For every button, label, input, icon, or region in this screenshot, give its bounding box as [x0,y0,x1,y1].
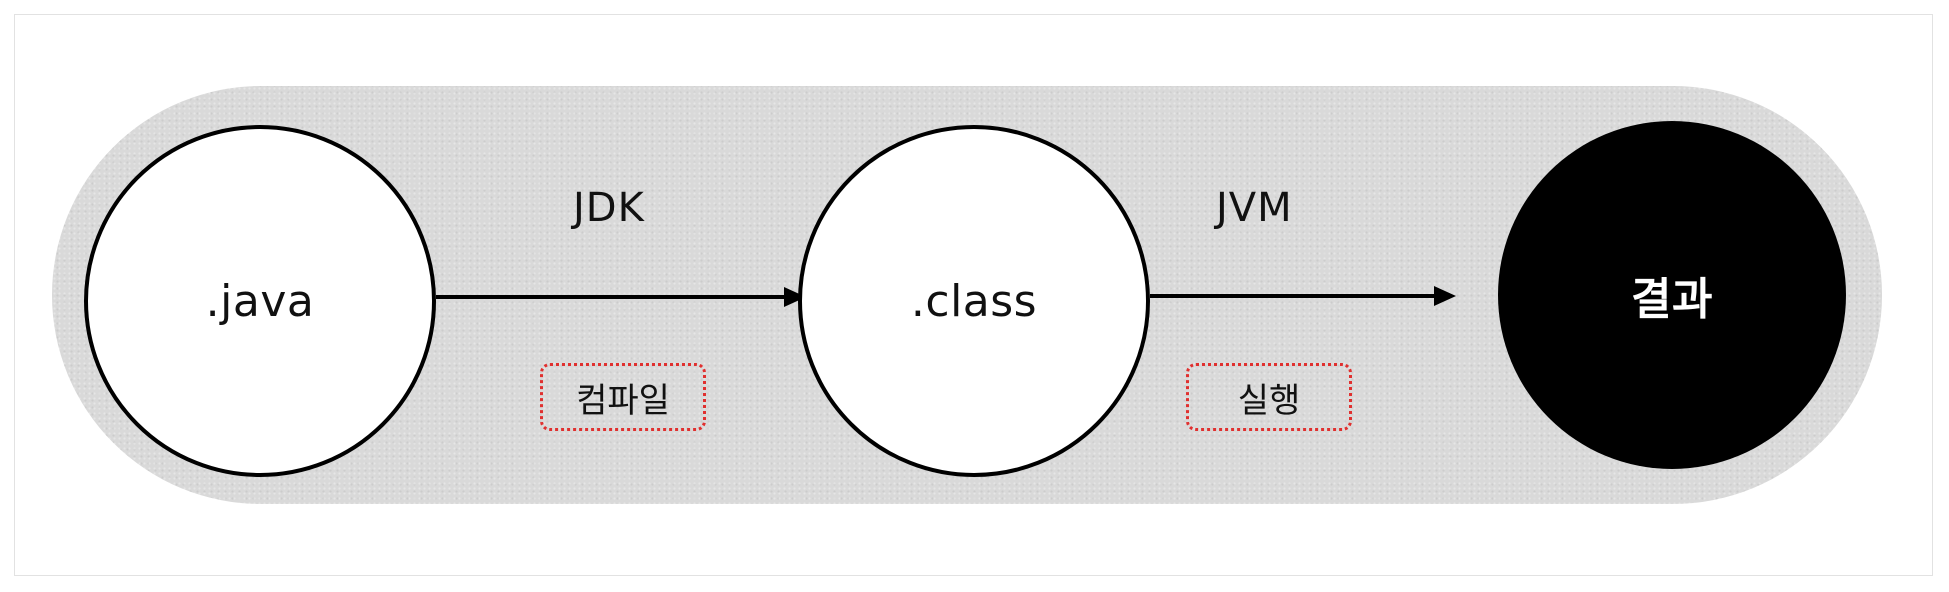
jvm-label: JVM [1216,185,1293,231]
run-badge-label: 실행 [1237,380,1301,421]
java-file-label: .java [205,275,315,327]
compile-badge: 컴파일 [540,363,706,431]
jdk-label: JDK [573,185,645,231]
compile-badge-label: 컴파일 [576,380,670,421]
result-node: 결과 [1498,121,1846,469]
run-arrow [1150,286,1456,306]
compile-arrow [436,287,806,307]
class-file-label: .class [910,275,1038,327]
run-badge: 실행 [1186,363,1352,431]
java-file-node: .java [84,125,436,477]
result-label: 결과 [1631,274,1713,325]
class-file-node: .class [798,125,1150,477]
